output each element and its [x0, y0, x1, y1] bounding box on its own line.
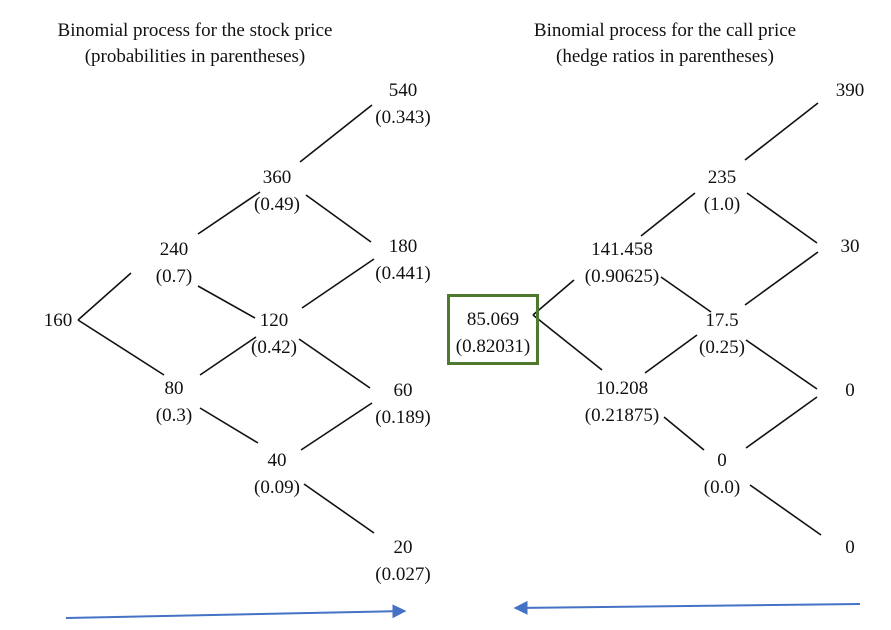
call-node-17: 17.5 (0.25) [682, 307, 762, 361]
edge-d-dd [199, 407, 259, 444]
stock-node-prob: (0.7) [155, 266, 193, 287]
call-tree-title-line1: Binomial process for the call price [533, 20, 797, 41]
backward-arrow [513, 600, 861, 615]
edge-u-ud [197, 285, 256, 319]
edge-s0-d [77, 319, 165, 376]
call-node-390: 390 [825, 77, 875, 104]
highlight-box [447, 294, 539, 365]
edge-d-ud-right [644, 334, 698, 374]
call-node-hedge: (0.90625) [584, 266, 660, 287]
call-node-root: 85.069 (0.82031) [447, 306, 539, 360]
stock-node-360: 360 (0.49) [237, 164, 317, 218]
call-node-0-upper: 0 [825, 377, 875, 404]
call-tree-title-line2: (hedge ratios in parentheses) [556, 46, 774, 67]
edge-dd-udd [300, 402, 373, 451]
stock-node-180: 180 (0.441) [358, 233, 448, 287]
stock-node-160: 160 [38, 307, 78, 334]
forward-arrow [65, 604, 407, 619]
edge-dd-ddd-right [749, 484, 822, 536]
stock-node-prob: (0.09) [254, 477, 300, 498]
edge-uu-uud-right [746, 192, 818, 244]
stock-node-120: 120 (0.42) [234, 307, 314, 361]
edge-uu-uuu [299, 104, 373, 163]
stock-node-40: 40 (0.09) [237, 447, 317, 501]
stock-node-prob: (0.343) [375, 107, 431, 128]
call-node-value: 141.458 [591, 239, 653, 260]
edge-uu-uuu-right [744, 102, 819, 161]
edge-uu-uud [305, 194, 372, 243]
stock-node-value: 240 [159, 239, 189, 260]
stock-node-value: 360 [262, 167, 292, 188]
call-node-235: 235 (1.0) [682, 164, 762, 218]
edge-c0-u [532, 279, 575, 316]
stock-node-prob: (0.49) [254, 194, 300, 215]
edge-ud-udd [298, 338, 371, 389]
stock-tree-title-line1: Binomial process for the stock price [57, 20, 333, 41]
edge-u-uu-right [640, 192, 696, 237]
edge-u-ud-right [660, 276, 712, 313]
call-node-hedge: (1.0) [703, 194, 741, 215]
call-node-141: 141.458 (0.90625) [572, 236, 672, 290]
stock-node-20: 20 (0.027) [358, 534, 448, 588]
call-node-0-lower: 0 [825, 534, 875, 561]
stock-node-value: 40 [267, 450, 287, 471]
call-node-0-mid: 0 (0.0) [682, 447, 762, 501]
call-node-10: 10.208 (0.21875) [572, 375, 672, 429]
edge-dd-udd-right [745, 396, 818, 449]
call-node-hedge: (0.82031) [455, 336, 531, 357]
call-tree-title: Binomial process for the call price (hed… [500, 18, 830, 70]
call-node-value: 17.5 [705, 310, 739, 331]
call-node-value: 0 [845, 380, 855, 401]
stock-node-80: 80 (0.3) [134, 375, 214, 429]
stock-node-prob: (0.189) [375, 407, 431, 428]
edge-u-uu [197, 191, 261, 235]
stock-node-value: 160 [43, 310, 73, 331]
stock-node-value: 80 [164, 378, 184, 399]
stock-node-value: 180 [388, 236, 418, 257]
stock-tree-title: Binomial process for the stock price (pr… [30, 18, 360, 70]
call-node-value: 30 [840, 236, 860, 257]
call-node-hedge: (0.0) [703, 477, 741, 498]
stock-node-prob: (0.3) [155, 405, 193, 426]
edge-s0-u [77, 272, 132, 321]
edge-ud-uud-right [744, 251, 819, 306]
call-node-hedge: (0.21875) [584, 405, 660, 426]
call-node-hedge: (0.25) [699, 337, 745, 358]
stock-node-60: 60 (0.189) [358, 377, 448, 431]
call-node-value: 10.208 [595, 378, 649, 399]
stock-node-540: 540 (0.343) [358, 77, 448, 131]
call-node-value: 390 [835, 80, 865, 101]
edge-ud-uud [301, 258, 375, 309]
call-node-value: 85.069 [466, 309, 520, 330]
call-node-value: 0 [845, 537, 855, 558]
edge-dd-ddd [303, 483, 375, 534]
stock-node-240: 240 (0.7) [134, 236, 214, 290]
stock-node-prob: (0.027) [375, 564, 431, 585]
stock-node-value: 60 [393, 380, 413, 401]
stock-node-value: 20 [393, 537, 413, 558]
call-node-value: 235 [707, 167, 737, 188]
stock-node-prob: (0.441) [375, 263, 431, 284]
edge-d-dd-right [663, 416, 705, 451]
edge-c0-d [532, 314, 603, 371]
stock-node-prob: (0.42) [251, 337, 297, 358]
call-node-value: 0 [717, 450, 727, 471]
edge-d-ud [199, 336, 257, 376]
edge-ud-udd-right [745, 339, 818, 390]
stock-tree-title-line2: (probabilities in parentheses) [84, 46, 306, 67]
call-node-30: 30 [825, 233, 875, 260]
stock-node-value: 120 [259, 310, 289, 331]
stock-node-value: 540 [388, 80, 418, 101]
